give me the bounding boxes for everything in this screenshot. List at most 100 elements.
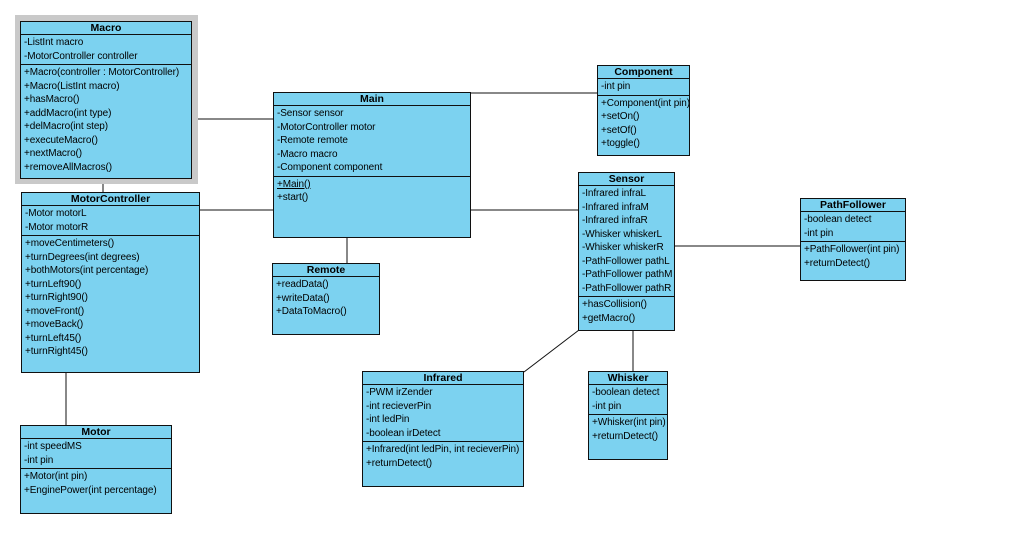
method-row: +addMacro(int type) (24, 107, 112, 119)
attribute-row: -Infrared infraR (582, 215, 648, 226)
class-title: Component (598, 66, 689, 79)
method-row: +moveBack() (25, 319, 84, 330)
attribute-row: -int recieverPin (366, 400, 432, 412)
attribute-row: -int ledPin (366, 414, 410, 425)
method-row: +nextMacro() (24, 148, 82, 159)
method-row: +Whisker(int pin) (592, 417, 666, 428)
class-title: Remote (273, 264, 379, 277)
attribute-row: -boolean detect (592, 387, 660, 398)
attribute-row: -Sensor sensor (277, 108, 344, 119)
attribute-row: -int pin (601, 81, 631, 92)
attribute-row: -PathFollower pathR (582, 282, 672, 294)
attribute-row: -int pin (592, 400, 622, 412)
method-row: +PathFollower(int pin) (804, 244, 900, 255)
class-box-main[interactable]: Main -Sensor sensor-MotorController moto… (273, 92, 471, 238)
attribute-row: -ListInt macro (24, 37, 84, 48)
method-row: +Main() (277, 178, 311, 190)
class-title: PathFollower (801, 199, 905, 212)
method-row: +start() (277, 192, 309, 203)
class-title: Motor (21, 426, 171, 439)
class-methods: +Infrared(int ledPin, int recieverPin)+r… (363, 442, 523, 486)
class-attributes: -Motor motorL -Motor motorR (22, 206, 199, 236)
attribute-row: -Motor motorR (25, 221, 89, 233)
method-row: +Macro(ListInt macro) (24, 80, 120, 92)
class-methods: +Component(int pin) +setOn() +setOf() +togg… (598, 96, 689, 156)
method-row: +returnDetect() (366, 457, 433, 469)
class-attributes: -ListInt macro-MotorController controlle… (21, 35, 191, 65)
method-row: +Motor(int pin) (24, 471, 88, 482)
class-box-component[interactable]: Component -int pin +Component(int pin) +s… (597, 65, 690, 156)
class-box-macro[interactable]: Macro -ListInt macro-MotorController con… (20, 21, 192, 179)
attribute-row: -Whisker whiskerR (582, 242, 664, 253)
class-box-sensor[interactable]: Sensor -Infrared infraL-Infrared infraM-… (578, 172, 675, 331)
method-row: +hasCollision() (582, 299, 647, 310)
class-methods: +Motor(int pin) +EnginePower(int percenta… (21, 469, 171, 513)
method-row: +moveFront() (25, 305, 85, 317)
method-row: +returnDetect() (804, 257, 871, 269)
attribute-row: -MotorController motor (277, 121, 376, 133)
class-attributes: -PWM irZender -int recieverPin -int ledPin… (363, 385, 523, 442)
attribute-row: -int speedMS (24, 441, 82, 452)
attribute-row: -Macro macro (277, 148, 338, 160)
method-row: +removeAllMacros() (24, 161, 112, 173)
attribute-row: -PWM irZender (366, 387, 433, 398)
attribute-row: -boolean irDetect (366, 427, 441, 439)
class-box-whisker[interactable]: Whisker -boolean detect -int pin +Whisker… (588, 371, 668, 460)
class-attributes: -boolean detect -int pin (589, 385, 667, 415)
method-row: +writeData() (276, 292, 330, 304)
method-row: +Component(int pin) (601, 97, 689, 109)
method-row: +executeMacro() (24, 134, 98, 146)
method-row: +getMacro() (582, 312, 636, 324)
class-box-infrared[interactable]: Infrared -PWM irZender -int recieverPin -i… (362, 371, 524, 487)
attribute-row: -PathFollower pathL (582, 255, 670, 267)
class-methods: +Main() +start() (274, 177, 470, 238)
method-row: +toggle() (601, 138, 640, 149)
class-box-motorcontroller[interactable]: MotorController -Motor motorL-Motor moto… (21, 192, 200, 373)
method-row: +EnginePower(int percentage) (24, 484, 157, 496)
method-row: +moveCentimeters() (25, 238, 115, 249)
method-row: +turnRight45() (25, 346, 88, 357)
class-title: MotorController (22, 193, 199, 206)
method-row: +setOn() (601, 111, 640, 122)
method-row: +bothMotors(int percentage) (25, 265, 149, 276)
class-attributes: -int speedMS -int pin (21, 439, 171, 469)
attribute-row: -Remote remote (277, 135, 348, 146)
connector-sensor-infrared[interactable] (523, 329, 580, 373)
class-box-pathfollower[interactable]: PathFollower -boolean detect -int pin +Pa… (800, 198, 906, 281)
method-row: +turnDegrees(int degrees) (25, 251, 140, 263)
method-row: +turnLeft90() (25, 278, 82, 290)
class-methods: +hasCollision() +getMacro() (579, 297, 674, 330)
attribute-row: -PathFollower pathM (582, 269, 673, 280)
class-title: Infrared (363, 372, 523, 385)
method-row: +DataToMacro() (276, 306, 347, 317)
attribute-row: -int pin (24, 454, 54, 466)
method-row: +turnLeft45() (25, 332, 82, 344)
class-attributes: -Sensor sensor -MotorController motor -Rem… (274, 106, 470, 177)
class-methods: +moveCentimeters() +turnDegrees(int degre… (22, 236, 199, 372)
attribute-row: -Infrared infraL (582, 188, 646, 199)
method-row: +hasMacro() (24, 94, 80, 105)
class-attributes: -int pin (598, 79, 689, 96)
attribute-row: -boolean detect (804, 214, 872, 225)
method-row: +readData() (276, 279, 329, 290)
class-attributes: -Infrared infraL -Infrared infraM -Infrare… (579, 186, 674, 297)
class-methods: +PathFollower(int pin) +returnDetect() (801, 242, 905, 280)
class-box-motor[interactable]: Motor -int speedMS -int pin +Motor(int pi… (20, 425, 172, 514)
class-attributes: -boolean detect -int pin (801, 212, 905, 242)
class-methods: +readData() +writeData() +DataToMacro() (273, 277, 379, 334)
method-row: +turnRight90() (25, 292, 88, 303)
method-row: +delMacro(int step) (24, 121, 108, 132)
class-title: Macro (21, 22, 191, 35)
attribute-row: -int pin (804, 227, 834, 239)
class-title: Whisker (589, 372, 667, 385)
attribute-row: -Infrared infraM (582, 201, 649, 213)
method-row: +setOf() (601, 124, 637, 136)
attribute-row: -Motor motorL (25, 208, 87, 219)
class-methods: +Whisker(int pin) +returnDetect() (589, 415, 667, 459)
method-row: +returnDetect() (592, 430, 659, 442)
class-title: Sensor (579, 173, 674, 186)
class-box-remote[interactable]: Remote +readData() +writeData() +DataToMac… (272, 263, 380, 335)
attribute-row: -Component component (277, 162, 383, 173)
